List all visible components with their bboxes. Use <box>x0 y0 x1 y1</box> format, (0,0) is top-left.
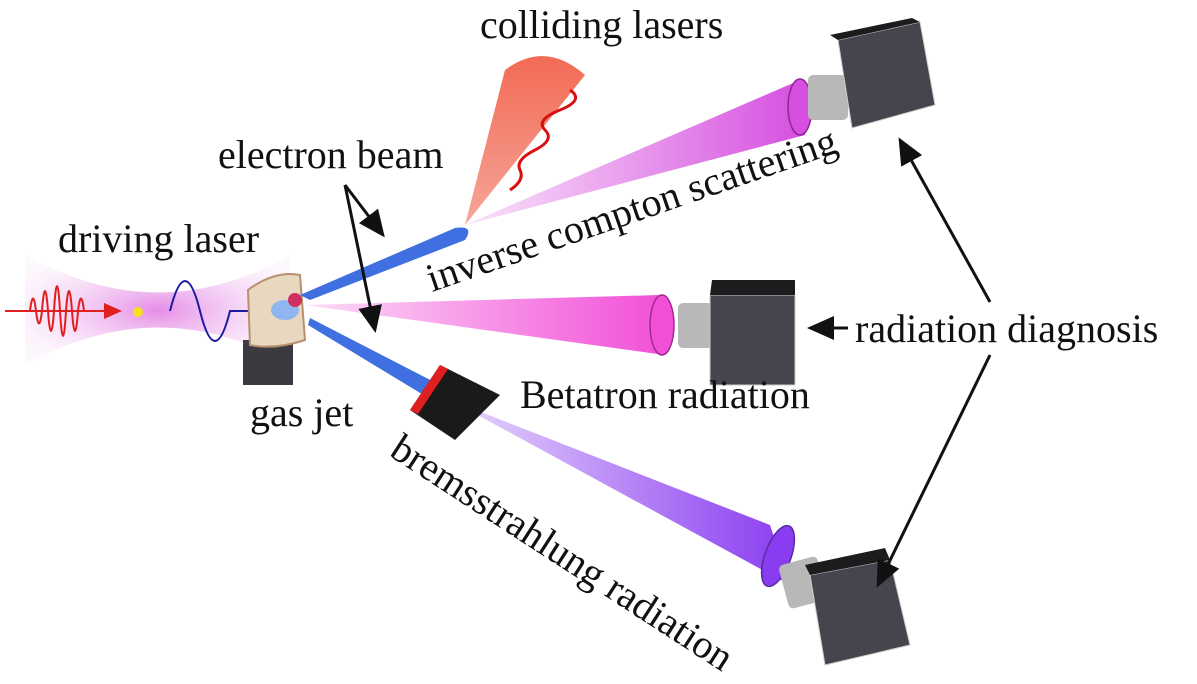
compton-radiation-cone <box>465 80 805 225</box>
bremsstrahlung-converter-plate <box>410 365 500 440</box>
electron-beam-lower <box>308 318 448 405</box>
electron-beam-upper <box>300 227 469 300</box>
electron-bunch-icon <box>133 307 143 317</box>
diagnosis-arrow-top <box>898 137 992 303</box>
detector-camera-bottom <box>779 548 911 666</box>
label-betatron: Betatron radiation <box>520 372 810 417</box>
driving-laser-pulse <box>5 255 290 365</box>
electron-beam-arrow-upper <box>343 184 385 238</box>
bremsstrahlung-radiation-cone <box>450 400 790 585</box>
label-electron-beam: electron beam <box>218 132 443 177</box>
label-driving-laser: driving laser <box>58 216 259 261</box>
label-inverse-compton: inverse compton scattering <box>420 118 842 301</box>
label-gas-jet: gas jet <box>250 390 353 435</box>
label-colliding-lasers: colliding lasers <box>480 2 723 47</box>
electron-beam-arrow-lower <box>343 184 382 333</box>
detector-camera-middle <box>678 280 796 386</box>
colliding-laser-cone <box>465 56 585 226</box>
gas-jet <box>243 273 307 385</box>
diagnosis-arrow-bottom <box>876 354 992 588</box>
wake-wave <box>169 280 250 342</box>
label-bremsstrahlung: bremsstrahlung radiation <box>383 425 742 680</box>
label-radiation-diagnosis: radiation diagnosis <box>855 306 1158 351</box>
detector-camera-top <box>808 18 936 129</box>
betatron-radiation-cone <box>305 295 665 355</box>
